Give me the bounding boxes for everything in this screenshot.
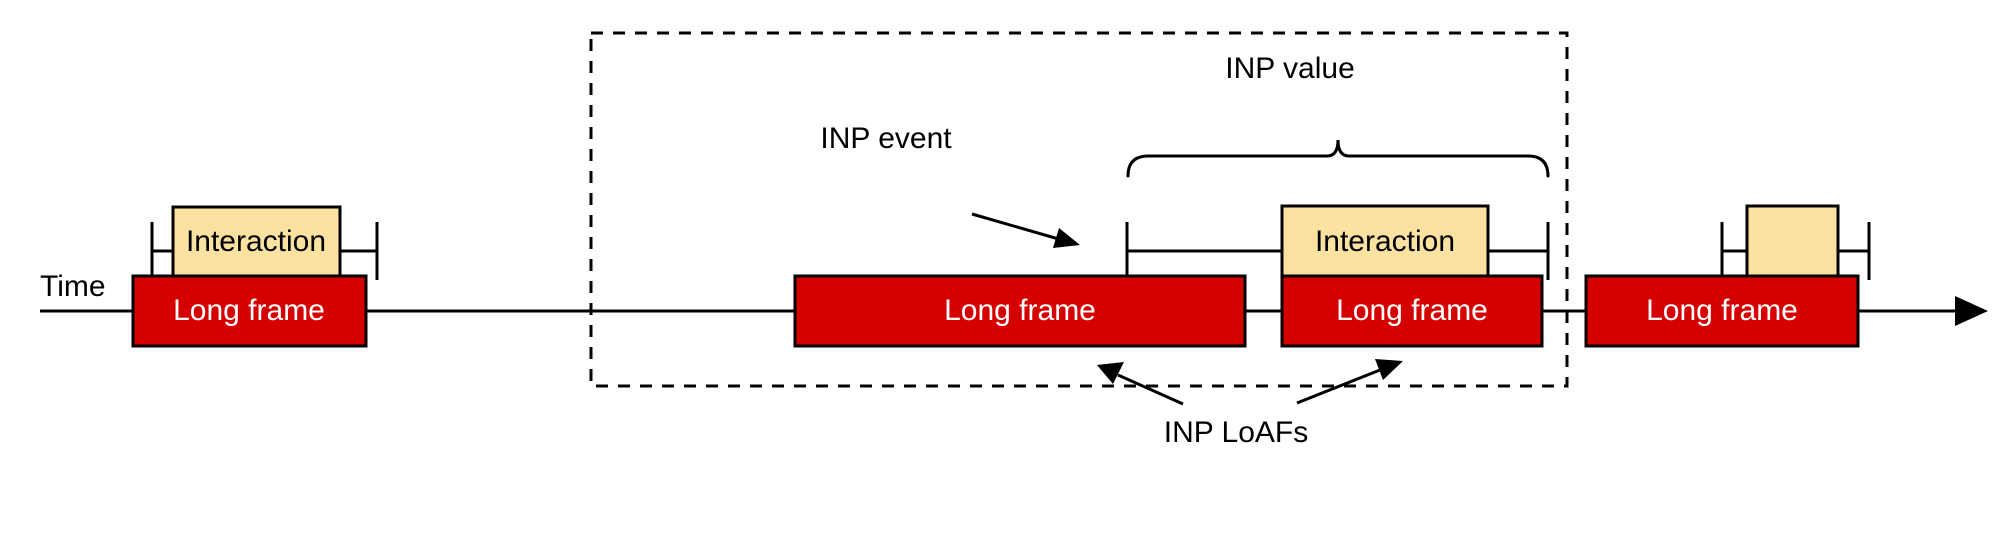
timeline-group-right: Long frame (1584, 204, 1871, 348)
interaction-label-left: Interaction (186, 225, 326, 258)
long-frame-box-right (1584, 274, 1860, 348)
timeline-group-inp: INP value INP event Long frame Interacti… (793, 52, 1550, 449)
inp-loafs-callout-line-right (1296, 368, 1381, 405)
inp-value-measure (1125, 222, 1550, 280)
interaction-box-right (1745, 204, 1840, 278)
long-frame-box-inp-second (1280, 274, 1544, 348)
inp-loafs-callout-arrow-left-icon (1097, 362, 1124, 384)
inp-event-callout-arrow-icon (1053, 228, 1080, 248)
interaction-label-inp: Interaction (1315, 225, 1455, 258)
inp-window-dashed-box (589, 31, 1569, 388)
long-frame-label-inp-second: Long frame (1336, 294, 1488, 327)
inp-event-label: INP event (820, 122, 952, 155)
interaction-box-inp (1280, 204, 1490, 278)
long-frame-box-inp-first (793, 274, 1247, 348)
inp-loafs-label: INP LoAFs (1164, 416, 1309, 449)
long-frame-label-left: Long frame (173, 294, 325, 327)
inp-loafs-callout-line-left (1117, 373, 1184, 406)
inp-value-label: INP value (1225, 52, 1355, 85)
inp-event-callout-line (971, 212, 1063, 242)
interaction-measure-right (1720, 222, 1871, 280)
long-frame-label-right: Long frame (1646, 294, 1798, 327)
long-frame-box-left (131, 274, 368, 348)
inp-value-brace (1126, 139, 1550, 178)
timeline-group-left: Interaction Long frame (131, 205, 379, 348)
time-axis-label: Time (40, 270, 106, 303)
inp-loafs-callout-arrow-right-icon (1375, 359, 1403, 380)
long-frame-label-inp-first: Long frame (944, 294, 1096, 327)
interaction-measure-left (150, 222, 379, 280)
